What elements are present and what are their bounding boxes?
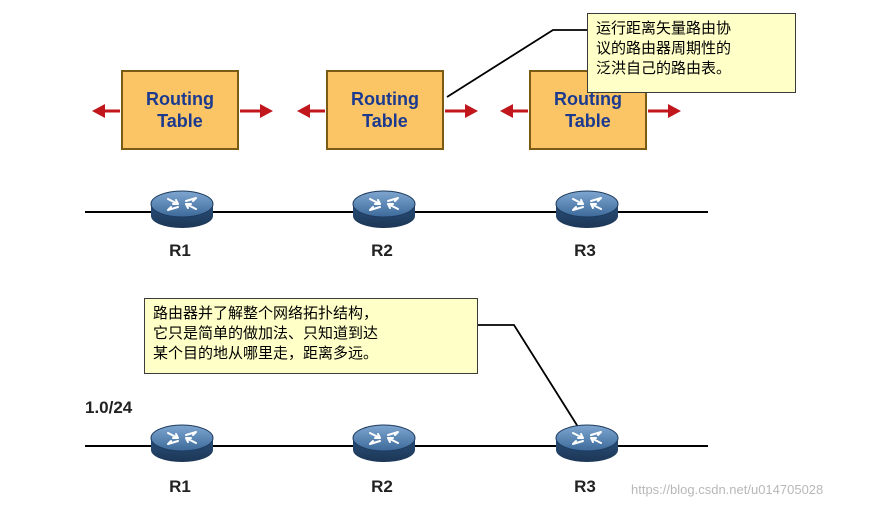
router-icon <box>555 190 619 228</box>
flood-arrow-right <box>648 104 681 118</box>
watermark: https://blog.csdn.net/u014705028 <box>631 482 824 497</box>
router-icon <box>150 424 214 462</box>
flood-arrow-right <box>445 104 478 118</box>
routing-table-label-line1: Routing <box>146 89 214 109</box>
routing-table-label-line2: Table <box>157 111 203 131</box>
bottom-callout-line1: 路由器并了解整个网络拓扑结构， <box>153 304 379 322</box>
bottom-callout-line3: 某个目的地从哪里走，距离多远。 <box>153 344 379 362</box>
router-label-r2: R2 <box>371 477 393 496</box>
routing-table-label-line2: Table <box>362 111 408 131</box>
bottom-callout-line2: 它只是简单的做加法、只知道到达 <box>153 324 379 342</box>
top-callout-line2: 议的路由器周期性的 <box>596 39 732 57</box>
routing-table-box: Routing Table <box>121 70 239 150</box>
router-label-r3: R3 <box>574 241 596 260</box>
bottom-callout-pointer <box>478 324 581 431</box>
routing-table-label-line1: Routing <box>554 89 622 109</box>
router-icon <box>352 190 416 228</box>
bottom-callout: 路由器并了解整个网络拓扑结构， 它只是简单的做加法、只知道到达 某个目的地从哪里… <box>144 298 478 374</box>
routing-table-label-line1: Routing <box>351 89 419 109</box>
router-icon <box>555 424 619 462</box>
flood-arrow-right <box>240 104 273 118</box>
top-callout-line3: 泛洪自己的路由表。 <box>596 59 732 77</box>
top-callout-line1: 运行距离矢量路由协 <box>596 19 732 37</box>
flood-arrow-left <box>92 104 120 118</box>
flood-arrow-left <box>500 104 528 118</box>
routing-table-label-line2: Table <box>565 111 611 131</box>
router-label-r2: R2 <box>371 241 393 260</box>
router-label-r1: R1 <box>169 477 191 496</box>
top-callout-pointer <box>446 29 587 98</box>
subnet-label: 1.0/24 <box>85 398 133 417</box>
top-callout: 运行距离矢量路由协 议的路由器周期性的 泛洪自己的路由表。 <box>587 13 796 93</box>
routing-table-box: Routing Table <box>326 70 444 150</box>
flood-arrow-left <box>297 104 325 118</box>
router-label-r1: R1 <box>169 241 191 260</box>
router-icon <box>352 424 416 462</box>
router-label-r3: R3 <box>574 477 596 496</box>
router-icon <box>150 190 214 228</box>
